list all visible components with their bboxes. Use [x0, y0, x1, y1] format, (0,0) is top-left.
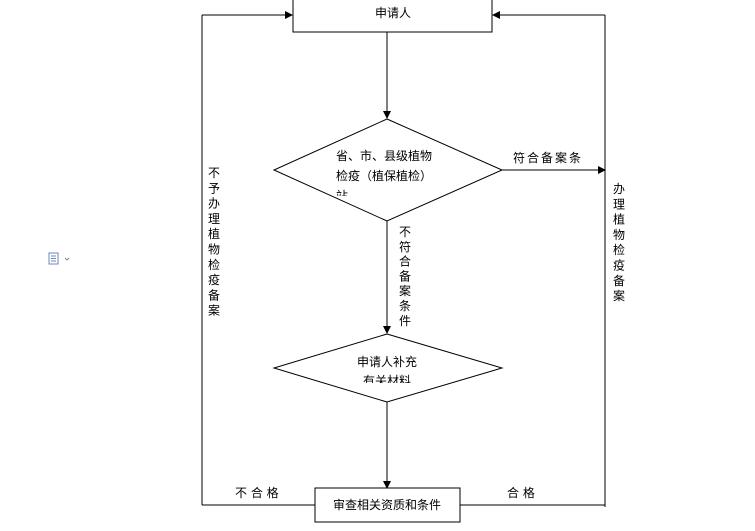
reject-label-char: 植	[208, 226, 220, 241]
review-decision-node: 省、市、县级植物 检疫（植保植检） 站	[272, 118, 504, 222]
review-label-line1: 省、市、县级植物	[336, 148, 432, 163]
not-meet-label-char: 件	[399, 314, 411, 328]
applicant-node: 申请人	[292, 0, 493, 33]
not-meet-label-char: 符	[399, 239, 411, 254]
reject-label-char: 备	[208, 288, 220, 302]
not-meet-label-char: 不	[399, 225, 411, 239]
reject-label-char: 予	[208, 181, 220, 195]
approve-label-char: 备	[613, 274, 625, 288]
reject-label-char: 案	[208, 303, 220, 318]
supplement-label-line2: 有关材料	[363, 374, 411, 388]
reject-label-char: 疫	[208, 272, 220, 287]
not-meet-label-char: 备	[399, 269, 411, 283]
not-meet-label-char: 条	[399, 299, 411, 313]
approve-label-char: 检	[613, 242, 625, 257]
supplement-decision-node: 申请人补充 有关材料	[272, 333, 504, 403]
reject-label-char: 理	[208, 212, 220, 226]
supplement-label-line1: 申请人补充	[357, 354, 417, 369]
reject-label-char: 检	[208, 257, 220, 272]
applicant-label: 申请人	[375, 6, 411, 20]
edge-label-meets-conditions: 符合备案条	[513, 150, 583, 165]
approve-label-char: 案	[613, 288, 625, 303]
reject-label-char: 不	[208, 166, 220, 180]
reject-label-char: 物	[208, 243, 220, 257]
review-label-line3: 站	[336, 189, 348, 203]
examine-node: 审查相关资质和条件	[314, 487, 461, 523]
edge-label-qualified: 合 格	[507, 485, 535, 500]
not-meet-label-char: 案	[399, 283, 411, 298]
paste-options-icon	[48, 252, 70, 265]
not-meet-label-char: 合	[399, 254, 411, 269]
paste-options-button[interactable]	[46, 251, 74, 267]
edge-label-unqualified: 不 合 格	[235, 485, 279, 500]
approve-label-char: 植	[613, 212, 625, 227]
reject-label-char: 办	[208, 196, 220, 211]
review-label-line2: 检疫（植保植检）	[336, 168, 432, 183]
approve-label-char: 疫	[613, 258, 625, 273]
examine-label: 审查相关资质和条件	[333, 497, 441, 512]
approve-label-char: 物	[613, 228, 625, 242]
approve-label-char: 办	[613, 181, 625, 196]
approve-label-char: 理	[613, 197, 625, 211]
